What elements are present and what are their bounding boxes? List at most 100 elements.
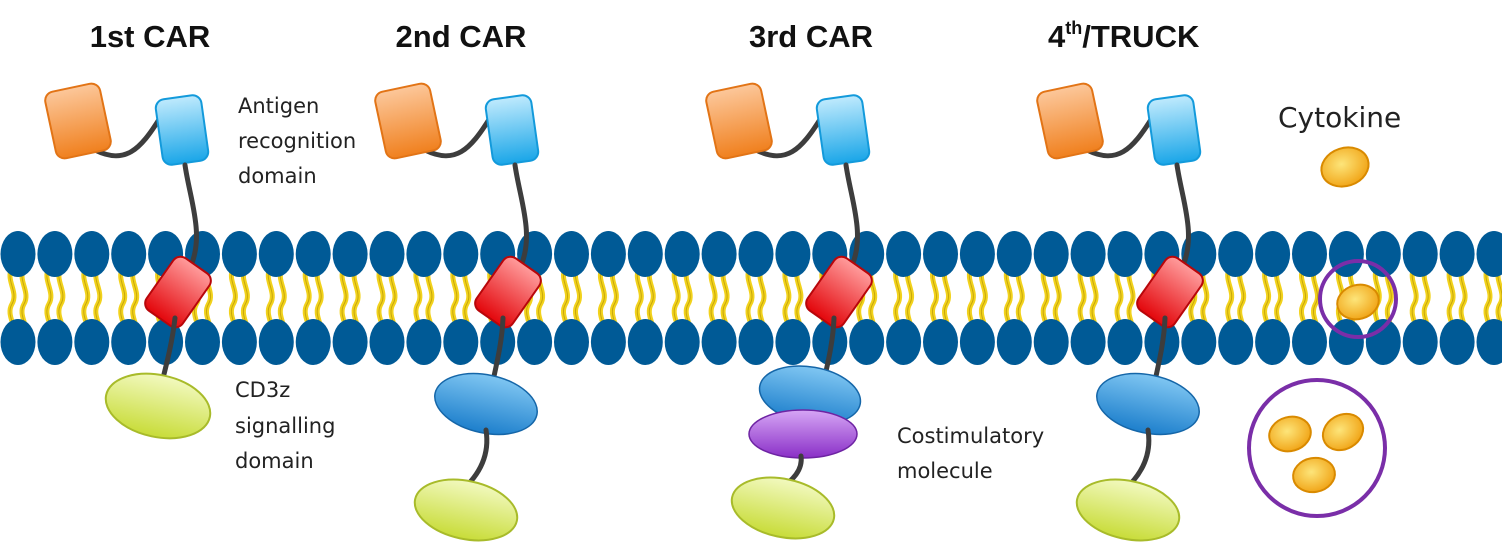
lipid-head bbox=[886, 231, 922, 277]
antigen-domain-vh bbox=[154, 94, 210, 166]
antigen-domain-vh bbox=[815, 94, 871, 166]
lipid-head bbox=[1476, 319, 1502, 365]
lipid-head bbox=[1439, 231, 1475, 277]
lipid-head bbox=[258, 231, 294, 277]
lipid-head bbox=[443, 319, 479, 365]
cytokine-vesicle bbox=[1247, 378, 1387, 518]
lipid-heads-inner-leaflet bbox=[0, 319, 1502, 365]
lipid-head bbox=[590, 319, 626, 365]
transmembrane-domain bbox=[144, 255, 212, 329]
title-2nd-car: 2nd CAR bbox=[396, 19, 527, 54]
lipid-head bbox=[1070, 319, 1106, 365]
title-1st-car: 1st CAR bbox=[90, 19, 211, 54]
lipid-head bbox=[664, 319, 700, 365]
label-costim-line-2: molecule bbox=[897, 459, 993, 483]
lipid-head bbox=[111, 231, 147, 277]
antigen-domain-vh bbox=[484, 94, 540, 166]
hinge-linker bbox=[512, 162, 529, 271]
lipid-head bbox=[554, 231, 589, 277]
lipid-head bbox=[369, 319, 405, 365]
lipid-head bbox=[480, 319, 516, 365]
lipid-head bbox=[0, 231, 36, 277]
hinge-linker bbox=[182, 162, 199, 271]
lipid-head bbox=[1255, 319, 1291, 365]
lipid-head bbox=[1181, 319, 1217, 365]
cd3z-domain bbox=[413, 478, 519, 542]
scfv-linker bbox=[92, 115, 163, 159]
title-3rd-car: 3rd CAR bbox=[749, 19, 873, 54]
lipid-head bbox=[959, 319, 995, 365]
title-4th-superscript: th bbox=[1065, 18, 1082, 38]
lipid-head bbox=[1402, 231, 1438, 277]
lipid-head bbox=[775, 319, 811, 365]
lipid-head bbox=[1292, 231, 1327, 277]
lipid-head bbox=[295, 231, 331, 277]
label-costim-line-1: Costimulatory bbox=[897, 424, 1044, 448]
lipid-head bbox=[406, 319, 442, 365]
lipid-head bbox=[664, 231, 700, 277]
lipid-head bbox=[1218, 319, 1254, 365]
label-cd3z-line-3: domain bbox=[235, 449, 314, 473]
label-antigen-line-3: domain bbox=[238, 164, 317, 188]
lipid-head bbox=[1070, 231, 1106, 277]
lipid-head bbox=[1439, 319, 1475, 365]
lipid-head bbox=[738, 231, 774, 277]
cytokine-in-vesicle bbox=[1268, 415, 1312, 453]
lipid-head bbox=[1402, 319, 1438, 365]
lipid-head bbox=[1218, 231, 1254, 277]
label-cd3z-line-2: signalling bbox=[235, 414, 335, 438]
lipid-head bbox=[959, 231, 995, 277]
lipid-head bbox=[1365, 319, 1401, 365]
lipid-head bbox=[517, 319, 553, 365]
hinge-linker bbox=[843, 162, 860, 271]
lipid-head bbox=[111, 319, 147, 365]
scfv-linker bbox=[422, 115, 493, 159]
lipid-heads-outer-leaflet bbox=[0, 231, 1502, 277]
lipid-head bbox=[221, 319, 257, 365]
label-cytokine: Cytokine bbox=[1278, 101, 1401, 134]
lipid-head bbox=[0, 319, 36, 365]
lipid-head bbox=[923, 231, 958, 277]
lipid-head bbox=[849, 319, 885, 365]
cd3z-domain bbox=[1075, 478, 1181, 542]
lipid-head bbox=[1033, 231, 1069, 277]
scfv-linker bbox=[753, 115, 824, 159]
lipid-head bbox=[332, 231, 368, 277]
lipid-head bbox=[701, 319, 737, 365]
transmembrane-domain bbox=[805, 255, 873, 329]
car-constructs bbox=[44, 82, 1204, 542]
membrane-fusing-vesicle bbox=[1318, 259, 1398, 339]
lipid-head bbox=[443, 231, 479, 277]
lipid-head bbox=[701, 231, 737, 277]
lipid-head bbox=[1292, 319, 1327, 365]
antigen-domain-vl bbox=[1036, 82, 1104, 160]
label-antigen-line-2: recognition bbox=[238, 129, 356, 153]
cytokine-in-vesicle bbox=[1292, 456, 1336, 494]
antigen-domain-vl bbox=[44, 82, 112, 160]
title-4th-truck: 4th/TRUCK bbox=[1048, 18, 1200, 54]
antigen-domain-vl bbox=[374, 82, 442, 160]
transmembrane-domain bbox=[1136, 255, 1204, 329]
title-4th-suffix: /TRUCK bbox=[1082, 19, 1200, 54]
lipid-head bbox=[996, 319, 1032, 365]
title-4th-number: 4 bbox=[1048, 19, 1066, 54]
lipid-head bbox=[295, 319, 331, 365]
lipid-head bbox=[627, 319, 663, 365]
lipid-head bbox=[1255, 231, 1291, 277]
cytokine-in-vesicle bbox=[1321, 412, 1365, 452]
lipid-head bbox=[886, 319, 922, 365]
lipid-head bbox=[554, 319, 589, 365]
lipid-head bbox=[1476, 231, 1502, 277]
transmembrane-domain bbox=[474, 255, 542, 329]
cell-membrane-bilayer bbox=[0, 231, 1502, 365]
lipid-head bbox=[37, 319, 73, 365]
lipid-head bbox=[369, 231, 405, 277]
costimulatory-domain-2 bbox=[748, 409, 858, 459]
lipid-head bbox=[406, 231, 442, 277]
lipid-head bbox=[996, 231, 1032, 277]
lipid-head bbox=[332, 319, 368, 365]
lipid-head bbox=[185, 319, 220, 365]
costimulatory-domain bbox=[434, 372, 538, 436]
